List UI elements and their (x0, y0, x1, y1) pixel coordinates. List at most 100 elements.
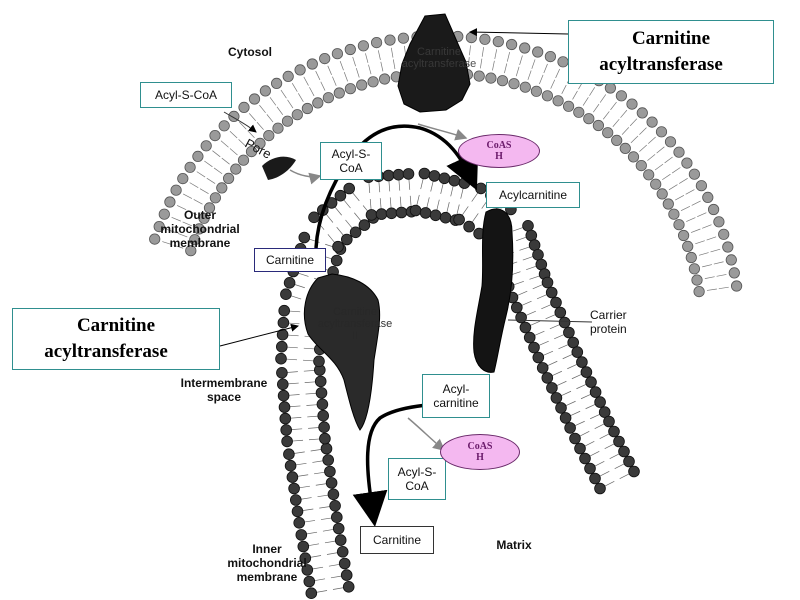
lipid-tail (310, 555, 322, 558)
lipid-head (283, 448, 295, 461)
box-acylcarnitine-top: Acylcarnitine (486, 182, 580, 208)
lipid-tail (612, 118, 620, 127)
lipid-head (278, 304, 291, 317)
lipid-head (299, 552, 312, 564)
lipid-head (278, 401, 291, 413)
box-acylcarnitine-matrix: Acyl- carnitine (422, 374, 490, 418)
lipid-tail (521, 300, 532, 306)
lipid-tail (399, 196, 402, 208)
lipid-head (673, 219, 685, 231)
lipid-head (315, 387, 328, 399)
lipid-tail (308, 438, 320, 441)
lipid-head (158, 208, 170, 220)
lipid-tail (173, 244, 184, 249)
lipid-tail (315, 483, 327, 486)
lipid-tail (685, 189, 695, 195)
lipid-head (564, 422, 576, 434)
lipid-head (448, 174, 461, 187)
lipid-head (357, 40, 369, 52)
label-intermembrane-space: Intermembrane space (180, 376, 268, 404)
lipid-tail (430, 180, 434, 192)
lipid-head (479, 33, 491, 45)
lipid-tail (704, 276, 715, 279)
lipid-head (313, 355, 325, 368)
lipid-tail (675, 194, 685, 201)
lipid-head (280, 424, 293, 436)
lipid-tail (269, 97, 277, 106)
lipid-head (276, 328, 289, 341)
lipid-tail (560, 390, 572, 397)
lipid-head (284, 459, 297, 472)
leader-carrier (507, 319, 593, 323)
lipid-head (619, 142, 631, 154)
lipid-tail (599, 433, 610, 439)
lipid-head (317, 409, 330, 422)
lipid-tail (610, 101, 617, 111)
lipid-tail (589, 87, 596, 96)
lipid-tail (325, 213, 334, 223)
lipid-tail (494, 49, 498, 59)
lipid-head (367, 76, 379, 88)
lipid-tail (297, 474, 309, 477)
box-acyl-scoa-outer: Acyl-S-CoA (140, 82, 232, 108)
lipid-head (291, 505, 304, 518)
lipid-head (718, 228, 730, 240)
lipid-tail (171, 216, 181, 222)
lipid-head (618, 445, 630, 458)
lipid-head (662, 198, 674, 210)
lipid-head (237, 154, 250, 166)
lipid-head (334, 534, 347, 546)
lipid-tail (298, 93, 304, 102)
label-matrix: Matrix (496, 538, 532, 552)
lipid-head (688, 263, 701, 275)
lipid-tail (662, 173, 671, 181)
lipid-head (330, 511, 343, 524)
lipid-tail (602, 111, 610, 120)
lipid-tail (365, 53, 369, 63)
coash-bottom: CoAS H (440, 434, 520, 470)
lipid-tail (328, 563, 340, 567)
lipid-tail (390, 47, 394, 58)
lipid-head (528, 239, 541, 251)
lipid-head (164, 196, 176, 208)
lipid-tail (702, 224, 712, 229)
lipid-tail (306, 404, 318, 406)
lipid-head (453, 213, 465, 226)
lipid-head (289, 494, 302, 506)
lipid-tail (290, 417, 302, 419)
lipid-head (579, 452, 591, 465)
lipid-head (318, 421, 330, 434)
label-cytosol: Cytosol (227, 45, 272, 59)
lipid-tail (648, 136, 656, 144)
lipid-head (209, 192, 221, 204)
lipid-head (589, 472, 601, 485)
lipid-tail (561, 84, 567, 94)
lipid-head (303, 575, 316, 588)
lipid-tail (302, 508, 314, 511)
lipid-head (238, 101, 250, 114)
label-inner-membrane: Inner mitochondrial membrane (227, 542, 307, 584)
lipid-tail (426, 197, 430, 209)
lipid-tail (352, 192, 360, 202)
lipid-head (559, 412, 572, 424)
lipid-tail (368, 64, 372, 75)
lipid-head (550, 392, 563, 404)
coash-top: CoAS H (458, 134, 540, 168)
lipid-tail (206, 177, 216, 184)
lipid-head (245, 146, 258, 158)
lipid-head (218, 120, 230, 132)
lipid-tail (706, 288, 717, 291)
lipid-head (254, 137, 266, 149)
lipid-tail (526, 265, 537, 271)
lipid-head (439, 211, 452, 224)
lipid-head (519, 321, 532, 334)
lipid-tail (343, 72, 348, 82)
lipid-head (541, 90, 554, 102)
lipid-head (650, 178, 662, 190)
lipid-head (594, 482, 606, 495)
lipid-tail (668, 184, 678, 191)
lipid-head (184, 161, 196, 173)
lipid-tail (639, 127, 647, 135)
lipid-tail (536, 294, 548, 300)
lipid-head (288, 482, 300, 495)
